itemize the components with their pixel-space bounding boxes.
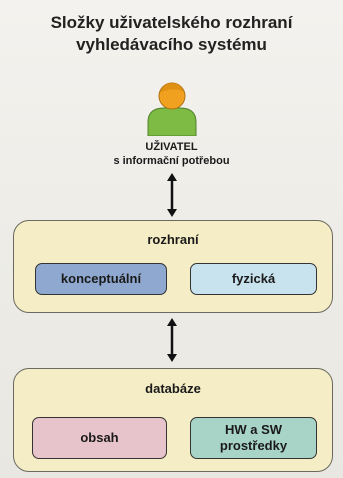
interface-layer-title: rozhraní (147, 232, 199, 247)
hw-sw-label-line-2: prostředky (219, 438, 288, 453)
double-arrow-icon (167, 173, 177, 217)
content-label: obsah (80, 430, 119, 445)
interface-layer: rozhraní konceptuální fyzická (13, 220, 333, 313)
user-label-line-1: UŽIVATEL (145, 141, 198, 153)
user-label: UŽIVATEL s informační potřebou (0, 140, 343, 168)
physical-box: fyzická (190, 263, 317, 295)
database-layer-title: databáze (145, 381, 201, 396)
title-line-1: Složky uživatelského rozhraní (50, 13, 293, 32)
user-label-line-2: s informační potřebou (113, 155, 230, 167)
conceptual-box: konceptuální (35, 263, 167, 295)
diagram-title: Složky uživatelského rozhraní vyhledávac… (0, 12, 343, 56)
user-icon (147, 82, 197, 136)
hw-sw-label-line-1: HW a SW (224, 422, 283, 437)
content-box: obsah (32, 417, 167, 459)
physical-label: fyzická (231, 271, 276, 286)
conceptual-label: konceptuální (60, 271, 142, 286)
double-arrow-icon (167, 318, 177, 362)
database-layer: databáze obsah HW a SW prostředky (13, 368, 333, 472)
title-line-2: vyhledávacího systému (76, 35, 267, 54)
hw-sw-box: HW a SW prostředky (190, 417, 317, 459)
